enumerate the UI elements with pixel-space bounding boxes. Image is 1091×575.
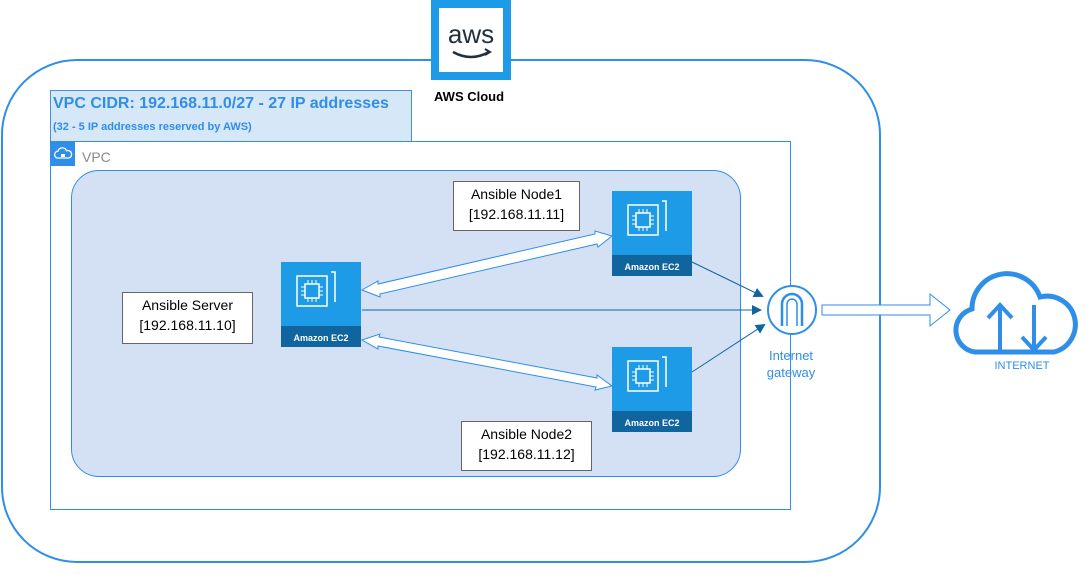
vpc-cidr-title: VPC CIDR: 192.168.11.0/27 - 27 IP addres… — [53, 95, 389, 112]
svg-text:aws: aws — [448, 19, 494, 49]
ansible-node1-box: Ansible Node1 [192.168.11.11] — [453, 181, 580, 231]
node1-igw-line — [691, 261, 764, 298]
internet-gateway-icon — [767, 285, 817, 335]
ec2-server-label: Amazon EC2 — [293, 333, 349, 343]
vpc-label: VPC — [82, 149, 111, 165]
igw-label-line2: gateway — [766, 365, 816, 380]
ansible-node2-ip: [192.168.11.12] — [478, 446, 575, 462]
ansible-node1-name: Ansible Node1 — [470, 186, 563, 202]
aws-cloud-label: AWS Cloud — [434, 89, 505, 104]
vpc-cloud-lock-icon — [51, 142, 75, 166]
ec2-node1-label: Amazon EC2 — [624, 262, 680, 272]
ansible-node1-ip: [192.168.11.11] — [468, 206, 565, 222]
server-node2-bidirectional-arrow — [360, 333, 614, 391]
ansible-node2-name: Ansible Node2 — [480, 426, 573, 442]
ec2-server-icon: Amazon EC2 — [281, 262, 361, 347]
ansible-node2-box: Ansible Node2 [192.168.11.12] — [461, 421, 592, 471]
ansible-server-ip: [192.168.11.10] — [139, 317, 236, 333]
node2-igw-line — [691, 323, 766, 373]
aws-logo-icon: aws — [431, 0, 511, 80]
server-node1-bidirectional-arrow — [360, 230, 614, 298]
ansible-server-name: Ansible Server — [141, 297, 234, 313]
ec2-node2-label: Amazon EC2 — [624, 418, 680, 428]
ec2-node1-icon: Amazon EC2 — [612, 191, 692, 276]
vpc-cidr-note: (32 - 5 IP addresses reserved by AWS) — [53, 121, 252, 133]
internet-gateway-label: Internet gateway — [752, 347, 830, 381]
internet-label: INTERNET — [994, 360, 1050, 372]
internet-cloud-icon — [953, 271, 1078, 355]
ec2-node2-icon: Amazon EC2 — [612, 347, 692, 432]
igw-label-line1: Internet — [768, 348, 814, 363]
igw-internet-arrow — [821, 292, 951, 328]
ansible-server-box: Ansible Server [192.168.11.10] — [122, 292, 253, 344]
